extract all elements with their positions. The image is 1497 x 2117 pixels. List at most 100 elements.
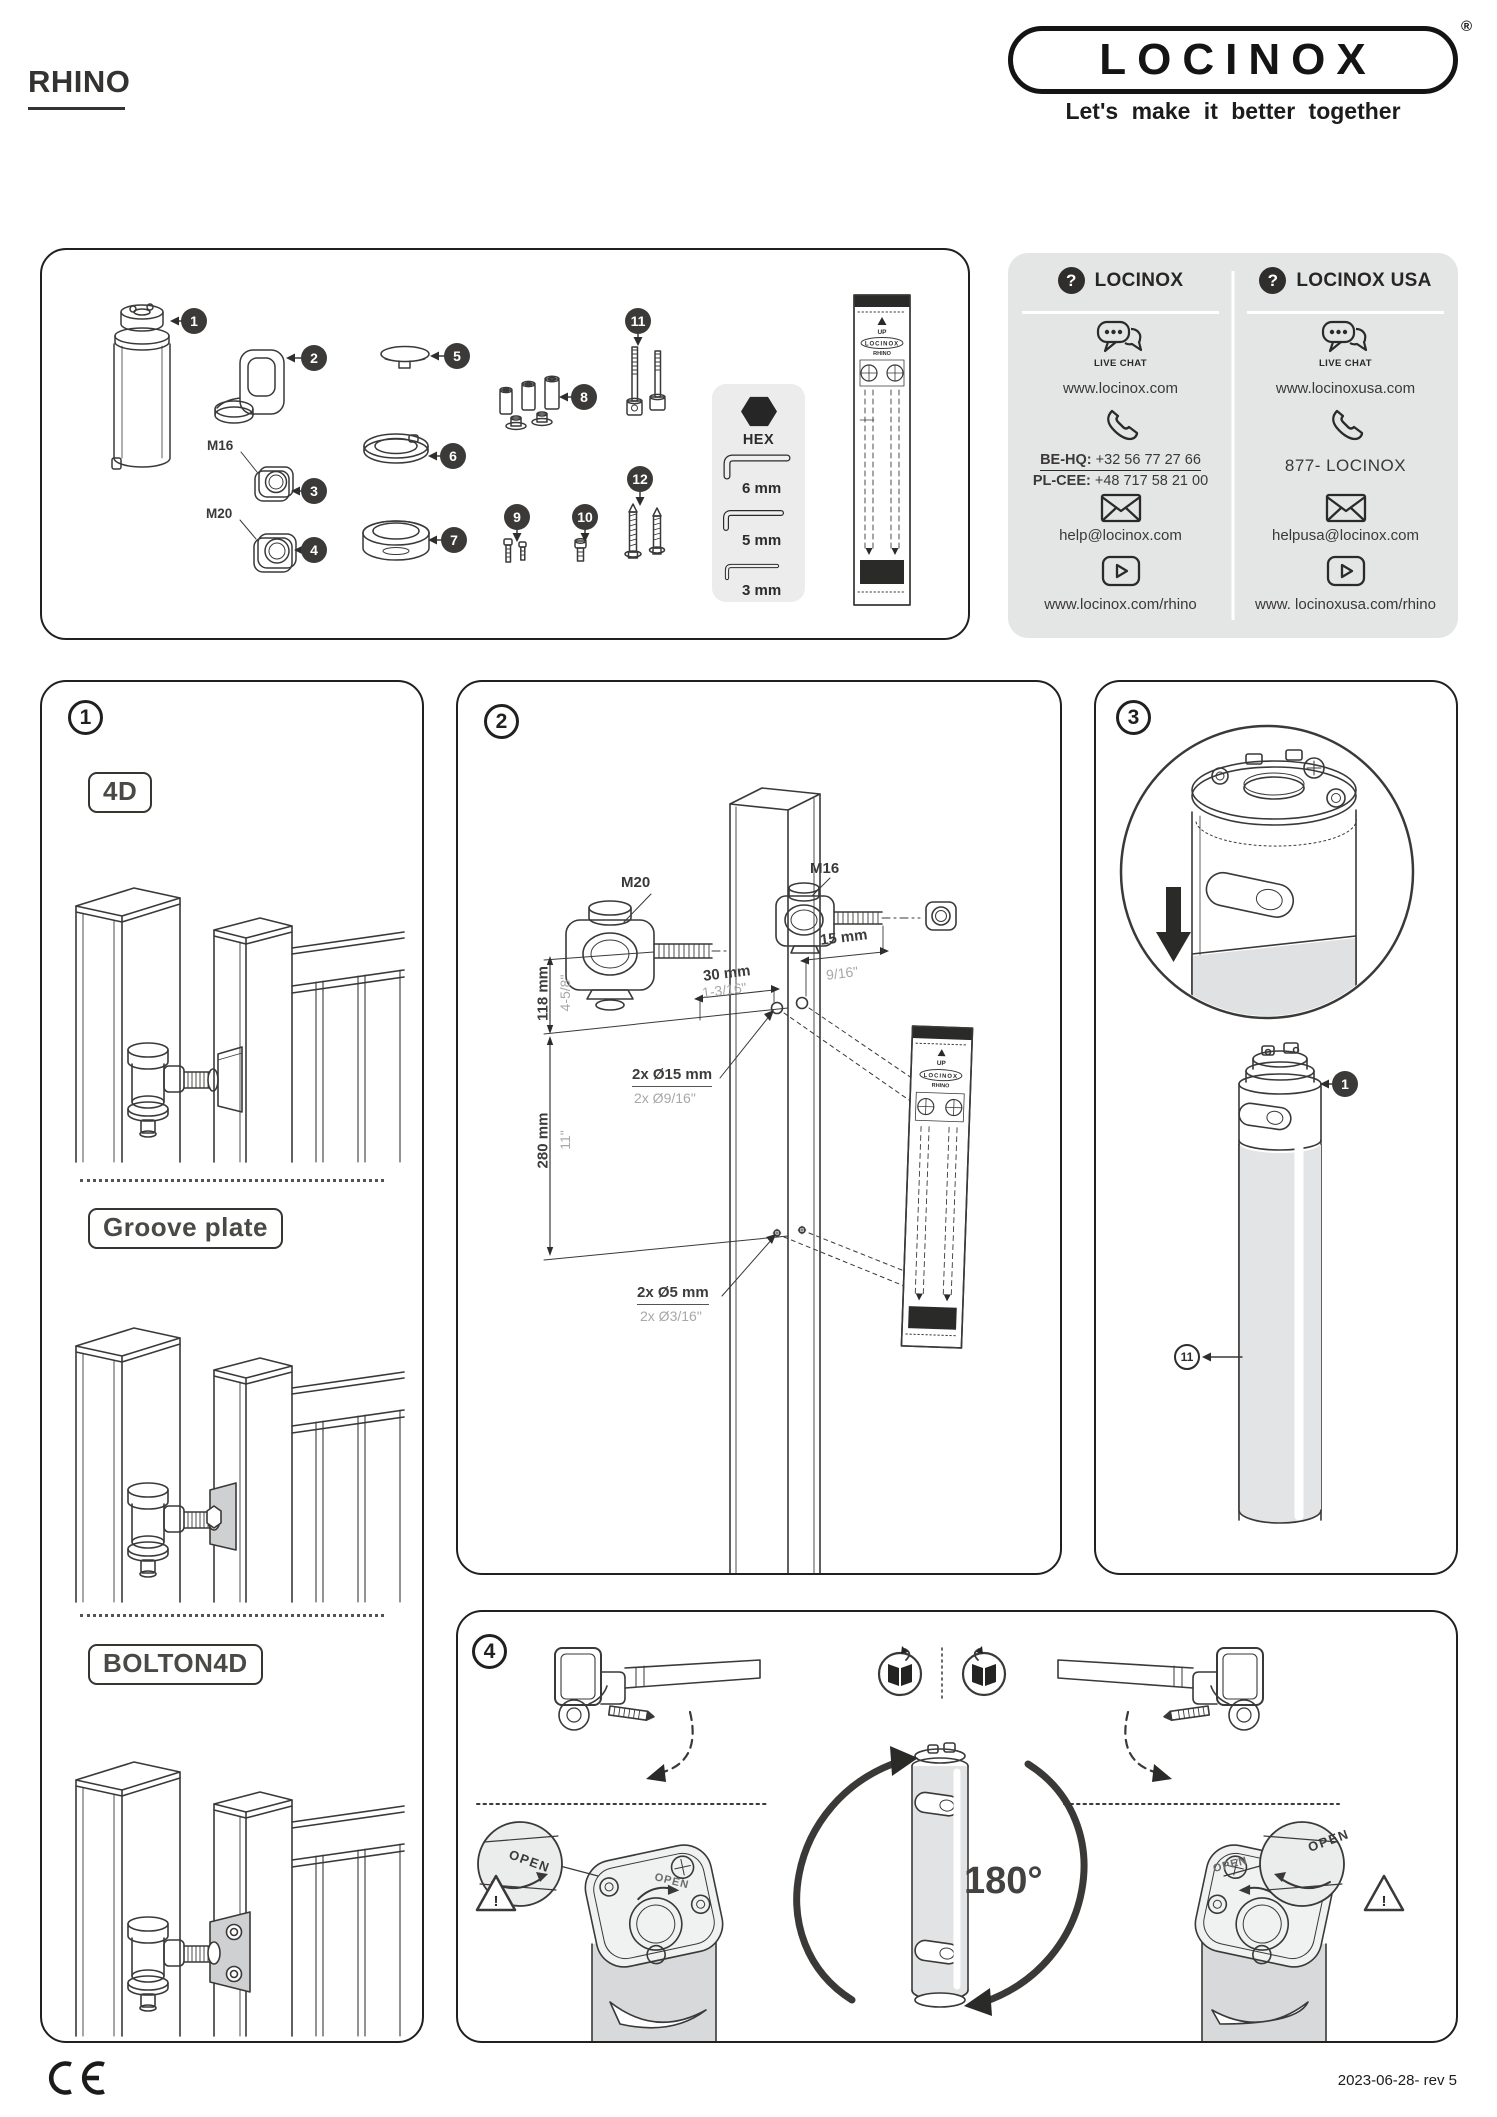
dim-280in: 11" <box>557 1130 573 1150</box>
phone-be-number: +32 56 77 27 66 <box>1095 452 1201 468</box>
template-up-label: UP <box>937 1060 947 1067</box>
hex-size-3mm: 3 mm <box>742 582 782 599</box>
template-up-label: UP <box>877 329 887 336</box>
divider <box>1247 311 1444 314</box>
hinge-groove-illustration <box>75 1327 405 1603</box>
registered-mark: ® <box>1461 18 1473 35</box>
website-link[interactable]: www.locinox.com <box>1062 380 1179 397</box>
divider <box>1022 311 1219 314</box>
gate-arm-left <box>554 1647 761 1782</box>
drill-15-label: 2x Ø15 mm <box>632 1066 713 1087</box>
phone-pl-number: +48 717 58 21 00 <box>1094 473 1209 489</box>
warning-mark-right: ! <box>1382 1893 1387 1910</box>
part-callout-8: 8 <box>571 384 597 410</box>
phone-icon <box>1106 409 1138 441</box>
part-callout-10: 10 <box>572 504 598 530</box>
help-icon: ? <box>1259 267 1287 294</box>
video-icon <box>1101 555 1140 587</box>
variant-groove-label: Groove plate <box>88 1208 283 1249</box>
live-chat-label: LIVE CHAT <box>1318 358 1373 369</box>
part-clamp-ring <box>363 433 429 464</box>
template-product-label: RHINO <box>932 1083 951 1090</box>
website-link-usa[interactable]: www.locinoxusa.com <box>1275 380 1416 397</box>
video-link-usa[interactable]: www. locinoxusa.com/rhino <box>1255 596 1436 613</box>
rotation-angle-label: 180° <box>964 1860 1043 1902</box>
help-icon: ? <box>1057 267 1085 294</box>
drilling-template: UP LOCINOX RHINO <box>853 294 911 606</box>
dim-118in: 4-5/8" <box>557 974 573 1012</box>
template-brand-label: LOCINOX <box>924 1073 959 1080</box>
title-underline <box>28 107 125 110</box>
hex-icon <box>741 396 777 427</box>
revision-date: 2023-06-28- rev 5 <box>1337 2072 1457 2089</box>
drill-5-label: 2x Ø5 mm <box>637 1284 709 1305</box>
closer-callout-1: 1 <box>1332 1071 1358 1097</box>
part-long-bolts <box>626 346 666 416</box>
parts-overview-box: UP LOCINOX RHINO 1 <box>40 248 970 640</box>
ce-mark: CE <box>40 2060 112 2096</box>
section-divider <box>80 1614 384 1617</box>
video-link[interactable]: www.locinox.com/rhino <box>1044 596 1197 613</box>
part-callout-12: 12 <box>627 466 653 492</box>
locinox-logo-text: LOCINOX <box>1099 35 1377 84</box>
live-chat-icon <box>1096 320 1142 353</box>
part-clamp-shell <box>362 520 430 561</box>
video-icon <box>1326 555 1365 587</box>
live-chat-label: LIVE CHAT <box>1093 358 1148 369</box>
step4-number: 4 <box>472 1634 507 1669</box>
parts-illustration: UP LOCINOX RHINO <box>111 294 911 606</box>
closer-rotated-view <box>911 1742 969 2008</box>
drilling-template-small: UP LOCINOX RHINO <box>900 1025 974 1349</box>
contact-column-divider <box>1231 271 1235 620</box>
part-callout-11: 11 <box>625 308 651 334</box>
email-address[interactable]: help@locinox.com <box>1059 527 1182 544</box>
template-product-label: RHINO <box>873 351 891 357</box>
phone-pl-label: PL-CEE: <box>1032 473 1091 489</box>
step4-illustration: OPEN OPEN OPEN OPEN ! ! <box>475 1646 1405 2041</box>
template-brand-label: LOCINOX <box>865 342 899 348</box>
page-title: RHINO <box>28 64 131 99</box>
m20-hinge-label: M20 <box>621 874 651 891</box>
open-detail-left <box>475 1821 599 1912</box>
drill-15-label-in: 2x Ø9/16" <box>634 1090 696 1106</box>
contact-locinox-usa: ? LOCINOX USA LIVE CHAT www.locinoxusa.c… <box>1233 253 1458 638</box>
page-flip-icon-mirrored <box>961 1646 1007 1697</box>
page-flip-icon <box>877 1646 923 1697</box>
phone-be-label: BE-HQ: <box>1040 452 1092 468</box>
step3-number: 3 <box>1116 700 1151 735</box>
step1-number: 1 <box>68 700 103 735</box>
step3-illustration <box>1119 724 1415 1524</box>
email-icon <box>1325 493 1366 523</box>
phone-usa-number: 877- LOCINOX <box>1284 456 1407 475</box>
hex-size-6mm: 6 mm <box>742 480 782 497</box>
part-wood-screws <box>624 503 666 559</box>
locinox-logo: LOCINOX <box>1008 26 1458 94</box>
allen-key-3mm-icon <box>724 563 780 581</box>
email-icon <box>1100 493 1141 523</box>
contact-box: ? LOCINOX LIVE CHAT www.locinox.com BE-H… <box>1008 253 1458 638</box>
part-callout-4: 4 <box>301 537 327 563</box>
part-bracket <box>214 349 285 424</box>
step2-number: 2 <box>484 704 519 739</box>
email-address-usa[interactable]: helpusa@locinox.com <box>1272 527 1419 544</box>
part-callout-7: 7 <box>441 527 467 553</box>
m20-label: M20 <box>206 506 233 521</box>
step2-illustration: UP LOCINOX RHINO <box>543 787 974 1573</box>
phone-pl: PL-CEE: +48 717 58 21 00 <box>1008 473 1233 489</box>
m16-label: M16 <box>207 438 234 453</box>
contact-title-usa: LOCINOX USA <box>1296 269 1432 291</box>
contact-title: LOCINOX <box>1094 269 1184 291</box>
brand-tagline: Let's make it better together <box>1065 98 1401 124</box>
warning-mark-left: ! <box>494 1893 499 1910</box>
phone-be: BE-HQ: +32 56 77 27 66 <box>1008 452 1233 471</box>
hinge-4d-illustration <box>75 887 405 1163</box>
part-small-screws <box>503 538 527 563</box>
dim-280mm: 280 mm <box>534 1112 552 1169</box>
dim-118mm: 118 mm <box>534 965 552 1022</box>
part-callout-9: 9 <box>504 504 530 530</box>
step1-panel: 1 4D <box>40 680 424 2043</box>
part-m20-nut <box>253 533 297 573</box>
allen-key-6mm-icon <box>723 454 791 480</box>
part-m16-nut <box>254 466 294 502</box>
